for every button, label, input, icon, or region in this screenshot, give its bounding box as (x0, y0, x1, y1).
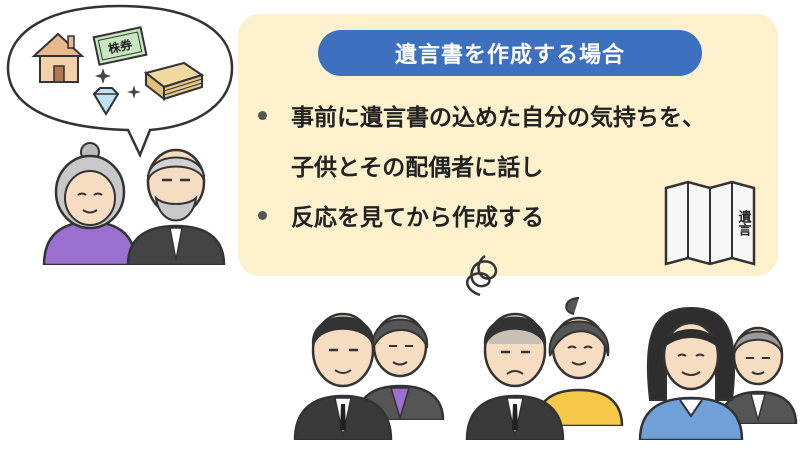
sparkle-icon (95, 68, 111, 84)
bullet-dot-icon (258, 210, 267, 220)
stock-label: 株券 (107, 36, 135, 56)
panel-title: 遺言書を作成する場合 (318, 30, 702, 76)
diamond-icon (92, 87, 120, 116)
bullet-1-line-2: 子供とその配偶者に話し (258, 148, 543, 182)
grandmother-figure (42, 142, 138, 265)
will-document-icon: 遺言 (664, 180, 756, 266)
bullet-text: 事前に遺言書の込めた自分の気持ちを、 (291, 105, 705, 131)
worry-scribble-icon (466, 254, 498, 297)
child-woman-figure (638, 306, 744, 440)
house-icon (31, 32, 85, 83)
child-man-worried-figure (465, 312, 565, 440)
sparkle-icon (127, 85, 141, 99)
money-bundle-icon (143, 61, 205, 102)
bullet-1-line-1: 事前に遺言書の込めた自分の気持ちを、 (258, 98, 705, 132)
grandfather-figure (126, 148, 226, 265)
bullet-text: 反応を見てから作成する (291, 205, 544, 231)
child-man-figure (293, 312, 393, 440)
child-spouse-man-figure (718, 326, 798, 424)
document-label: 遺言 (736, 209, 753, 237)
stock-certificate-icon: 株券 (92, 26, 148, 66)
bullet-dot-icon (258, 110, 267, 120)
bullet-2-line-1: 反応を見てから作成する (258, 198, 544, 232)
bullet-text: 子供とその配偶者に話し (291, 155, 544, 181)
